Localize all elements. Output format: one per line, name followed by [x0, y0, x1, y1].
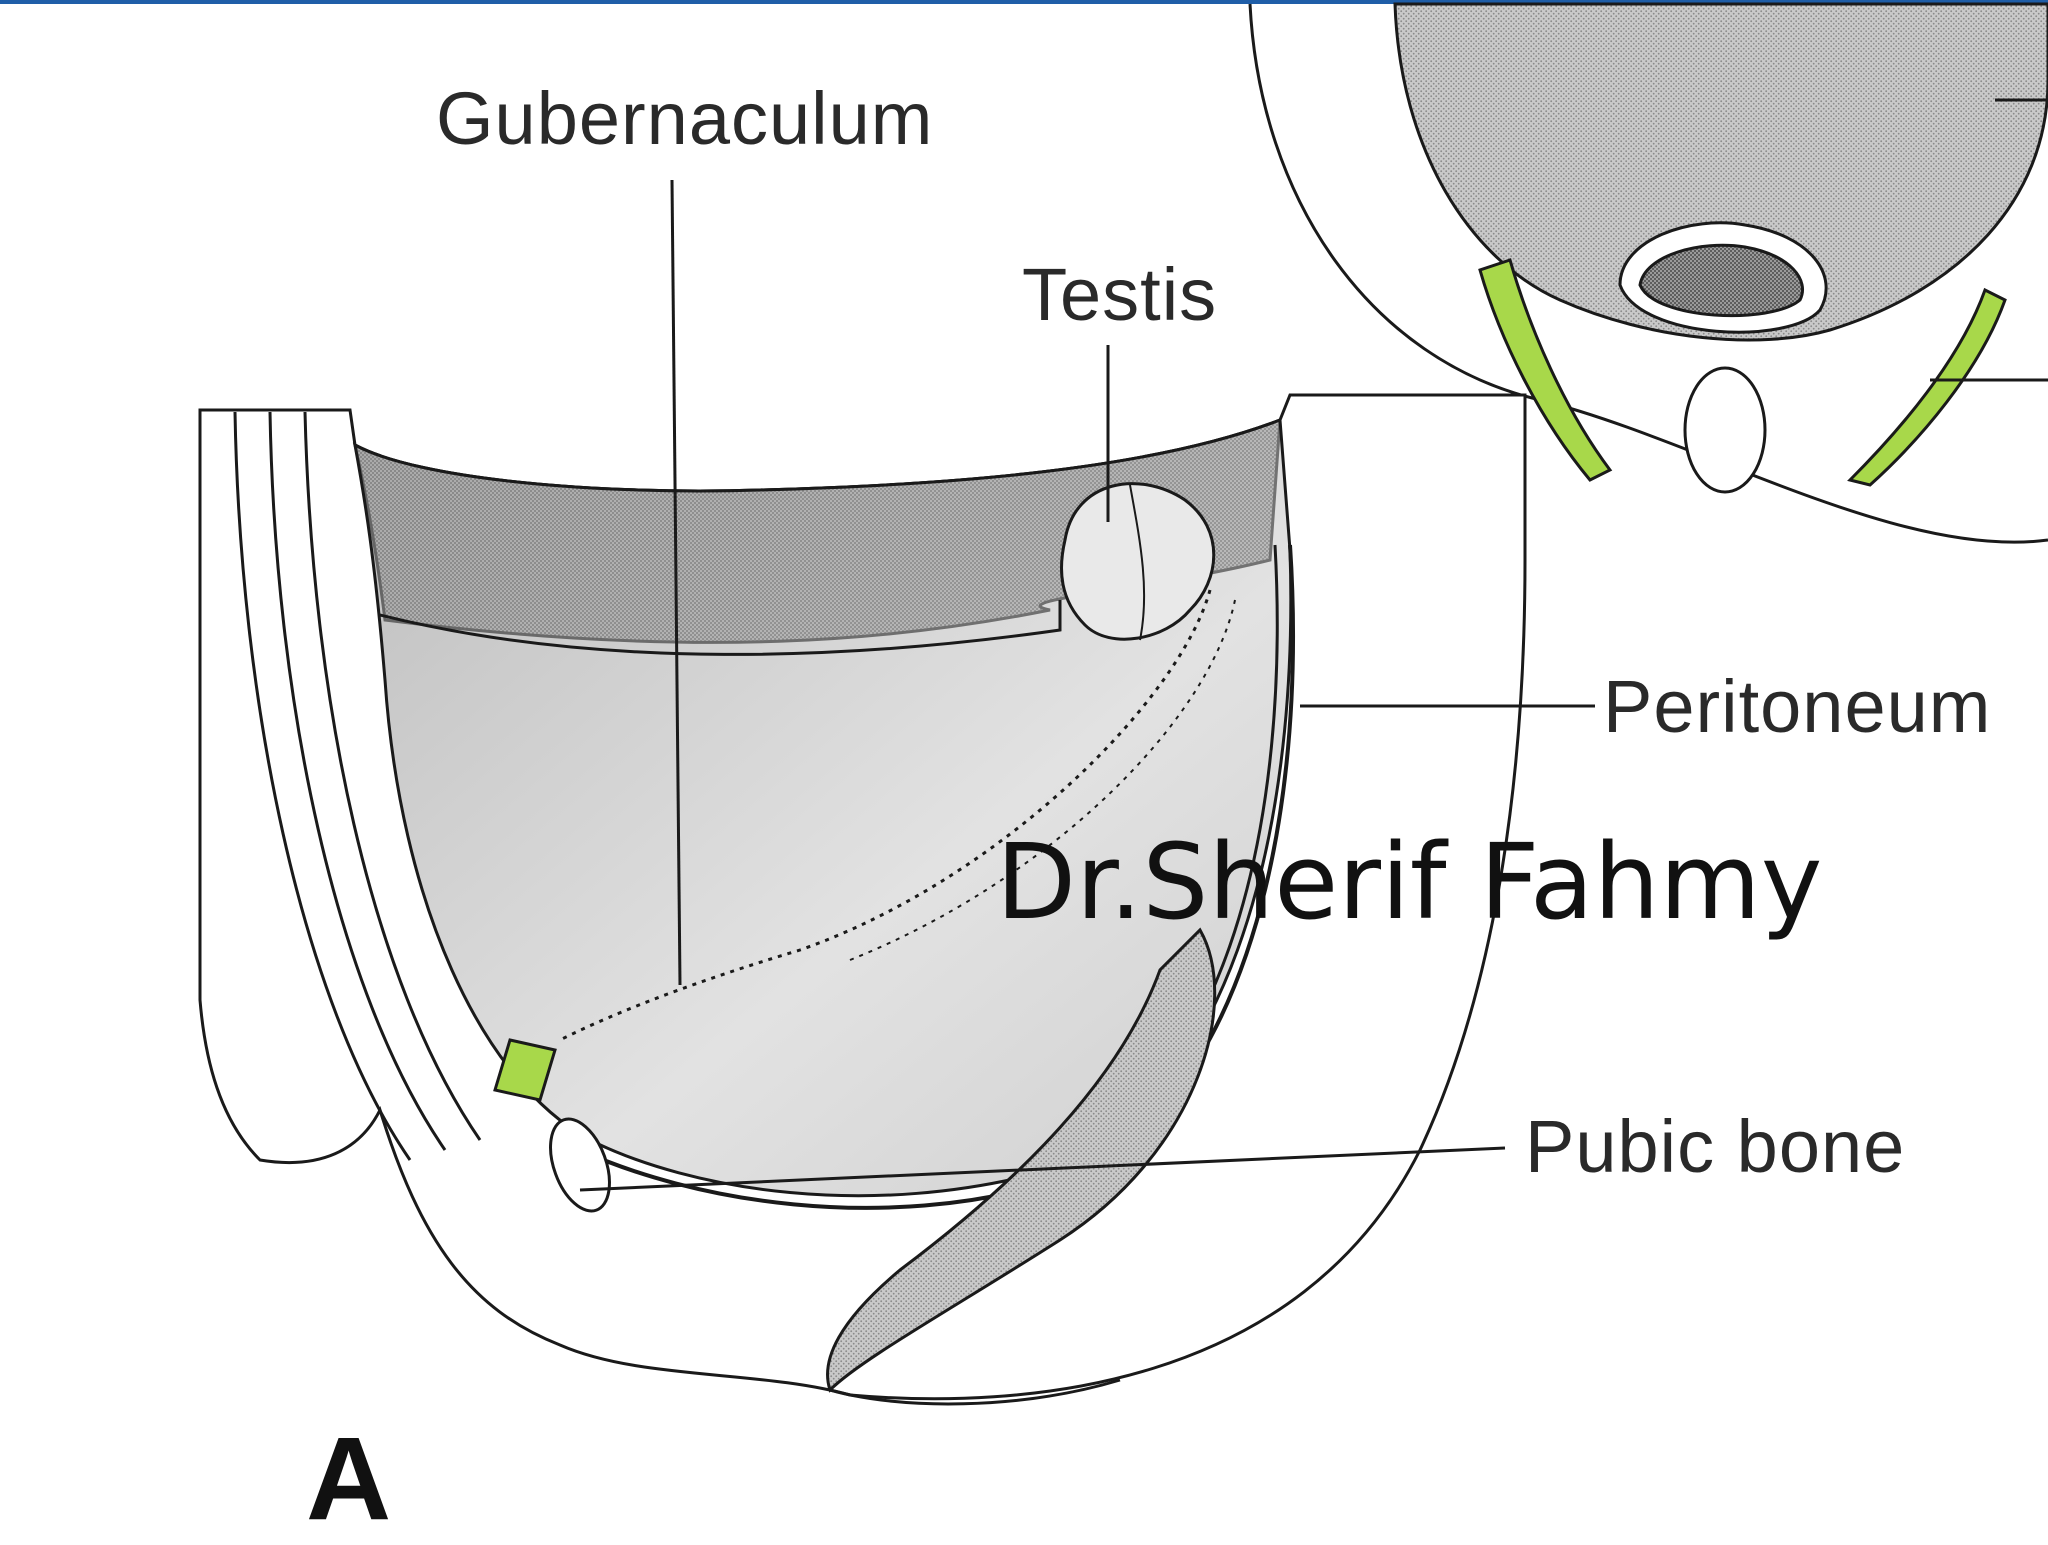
pubic-bone-label: Pubic bone	[1525, 1105, 1906, 1188]
abdominal-wall-layer-2	[268, 411, 447, 1151]
inset-pubic-symphysis	[1683, 366, 1767, 494]
peritoneum-label: Peritoneum	[1603, 665, 1992, 748]
testis-shape	[1060, 482, 1216, 641]
main-diagram	[198, 393, 1527, 1406]
panel-letter: A	[306, 1413, 392, 1545]
inset-green-band-left	[1478, 258, 1613, 482]
gubernaculum-label: Gubernaculum	[436, 77, 934, 160]
inset-green-band-right	[1847, 287, 2007, 487]
leader-lines	[579, 179, 1595, 1192]
pubic-bone-leader	[579, 1146, 1506, 1192]
testis-label: Testis	[1022, 253, 1218, 336]
processus-vaginalis-dotted	[559, 589, 1212, 1042]
inset-cross-section	[1248, 2, 2048, 544]
top-accent-bar	[0, 0, 2048, 4]
abdominal-wall-layer-3	[303, 411, 482, 1141]
author-watermark: Dr.Sherif Fahmy	[996, 821, 1823, 943]
gubernaculum-leader	[670, 179, 682, 986]
cavity-ledge	[379, 600, 1062, 656]
green-band	[493, 1038, 557, 1102]
scrotal-swelling	[826, 927, 1217, 1393]
abdominal-wall-layer-1	[233, 411, 412, 1161]
scrotum-outline	[829, 1378, 1121, 1406]
inset-cavity	[1393, 2, 2048, 342]
